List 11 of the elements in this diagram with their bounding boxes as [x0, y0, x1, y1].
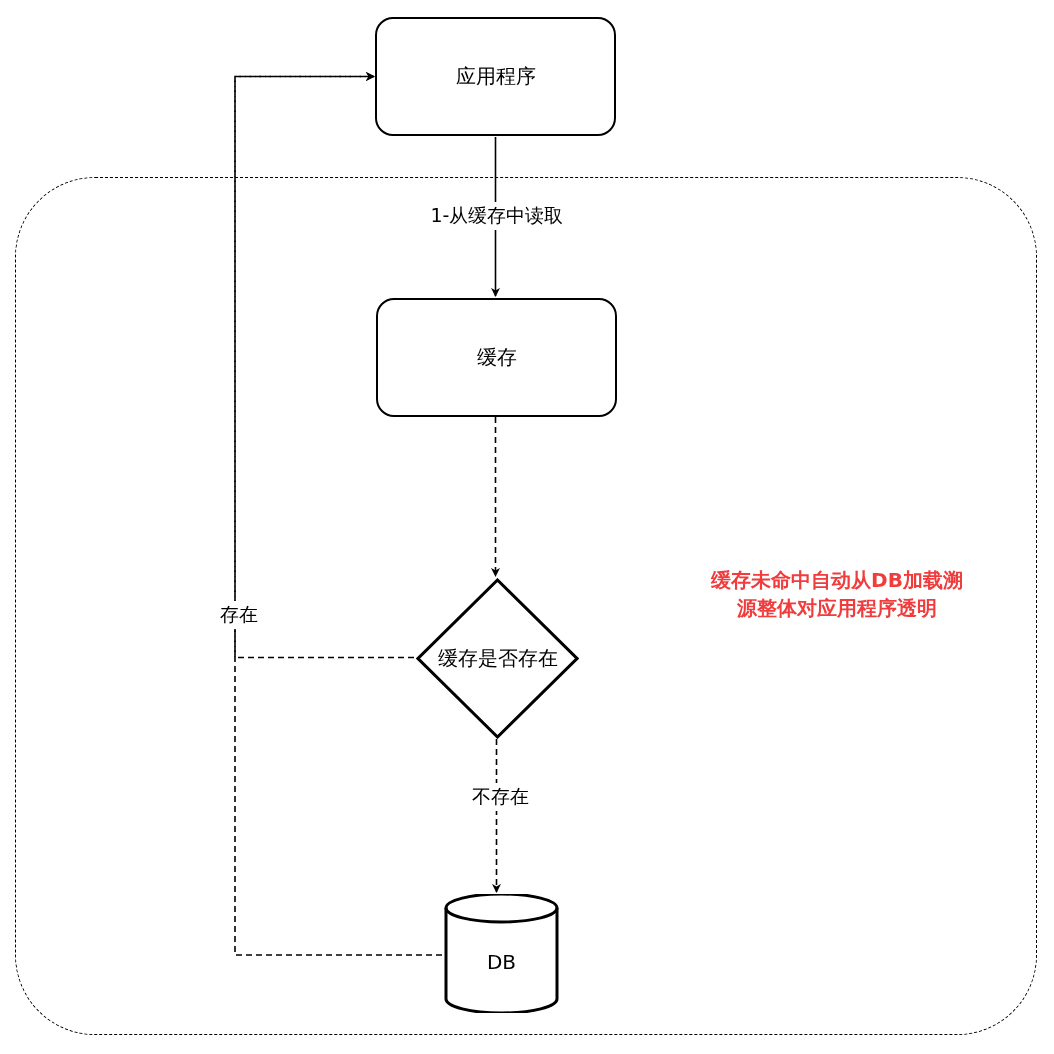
edge-label: 不存在: [469, 783, 531, 811]
database-cylinder: DB: [444, 894, 559, 1013]
decision-diamond: 缓存是否存在: [416, 578, 579, 739]
arrow: [492, 738, 501, 893]
process-box: 缓存: [376, 298, 617, 417]
edge-label: 存在: [218, 601, 260, 629]
note-text: 缓存未命中自动从DB加载溯源整体对应用程序透明: [710, 567, 964, 622]
process-box: 应用程序: [375, 17, 616, 136]
dashed-region: [15, 177, 1037, 1035]
arrow: [234, 72, 443, 956]
arrow: [491, 416, 500, 577]
